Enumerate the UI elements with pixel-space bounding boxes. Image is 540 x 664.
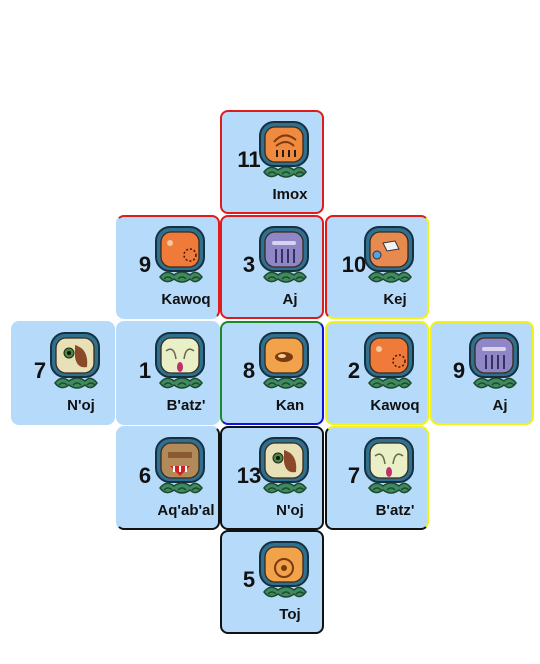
tile-number: 1	[138, 358, 152, 383]
tile-name: Kej	[383, 291, 407, 308]
kej-glyph-icon	[364, 226, 414, 283]
tile-name: Toj	[279, 606, 301, 623]
glyph-panel	[160, 337, 200, 374]
tile-number: 9	[138, 252, 152, 277]
tile-lower-center[interactable]: 13 N'oj	[220, 426, 324, 530]
tile-number: 2	[347, 358, 361, 383]
glyph-panel	[264, 231, 304, 268]
noj-glyph-icon	[50, 332, 100, 389]
tile-number: 11	[237, 147, 261, 172]
kawoq-glyph-icon	[155, 226, 205, 283]
noj-glyph-icon	[259, 437, 309, 494]
glyph-detail	[272, 241, 296, 263]
tile-name: B'atz'	[166, 397, 206, 414]
tile-name: Aj	[282, 291, 298, 308]
toj-glyph-icon	[259, 541, 309, 598]
glyph-detail	[273, 134, 297, 157]
glyph-panel	[264, 546, 304, 583]
glyph-detail	[165, 348, 195, 372]
glyph-panel	[264, 126, 304, 163]
tile-top[interactable]: 11 Imox	[220, 110, 324, 214]
tile-name: N'oj	[276, 502, 304, 519]
glyph-detail	[63, 345, 88, 368]
tile-lower-right[interactable]: 7 B'atz'	[325, 426, 429, 530]
glyph-detail	[272, 450, 297, 473]
tile-far-right[interactable]: 9 Aj	[430, 321, 534, 425]
aj-glyph-icon	[259, 226, 309, 283]
batz-glyph-icon	[155, 332, 205, 389]
tile-mid-right[interactable]: 2 Kawoq	[325, 321, 429, 425]
tile-upper-left[interactable]: 9 Kawoq	[116, 215, 220, 319]
tile-far-left[interactable]: 7 N'oj	[11, 321, 115, 425]
kawoq-glyph-icon	[364, 332, 414, 389]
glyph-panel	[369, 337, 409, 374]
tile-number: 7	[33, 358, 47, 383]
tile-number: 5	[242, 567, 256, 592]
tile-upper-center[interactable]: 3 Aj	[220, 215, 324, 319]
aj-glyph-icon	[469, 332, 519, 389]
tile-number: 8	[242, 358, 256, 383]
tile-bottom[interactable]: 5 Toj	[220, 530, 324, 634]
tile-mid-left[interactable]: 1 B'atz'	[116, 321, 220, 425]
imox-glyph-icon	[259, 121, 309, 178]
tile-name: Kawoq	[161, 291, 211, 308]
tile-number: 7	[347, 463, 361, 488]
aqabal-glyph-icon	[155, 437, 205, 494]
kan-glyph-icon	[259, 332, 309, 389]
glyph-panel	[369, 442, 409, 479]
tile-number: 6	[138, 463, 152, 488]
glyph-detail	[275, 352, 293, 362]
glyph-detail	[274, 558, 294, 578]
tile-name: Aj	[492, 397, 508, 414]
tile-name: Kawoq	[370, 397, 420, 414]
glyph-detail	[168, 452, 192, 476]
tile-number: 3	[242, 252, 256, 277]
tile-name: Kan	[275, 397, 305, 414]
tile-number: 10	[341, 252, 367, 277]
glyph-detail	[372, 240, 400, 260]
tile-number: 9	[452, 358, 466, 383]
glyph-panel	[474, 337, 514, 374]
glyph-panel	[160, 231, 200, 268]
glyph-panel	[160, 442, 200, 479]
tile-number: 13	[236, 463, 262, 488]
glyph-detail	[376, 346, 406, 368]
tile-center[interactable]: 8 Kan	[220, 321, 324, 425]
tile-name: N'oj	[67, 397, 95, 414]
tile-name: Aq'ab'al	[157, 502, 215, 519]
glyph-detail	[167, 240, 197, 262]
tile-upper-right[interactable]: 10 Kej	[325, 215, 429, 319]
batz-glyph-icon	[364, 437, 414, 494]
tile-name: Imox	[272, 186, 308, 203]
tile-name: B'atz'	[375, 502, 415, 519]
tile-lower-left[interactable]: 6 Aq'ab'al	[116, 426, 220, 530]
glyph-detail	[482, 347, 506, 369]
glyph-detail	[374, 453, 404, 477]
